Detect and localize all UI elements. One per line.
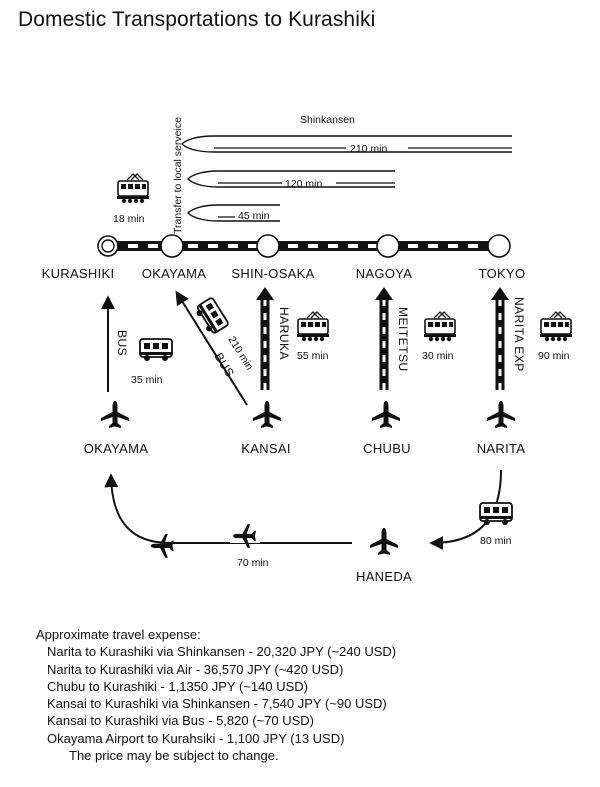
- airport-okayama: OKAYAMA: [84, 441, 148, 456]
- train-icon: [539, 311, 573, 343]
- station-tokyo: TOKYO: [479, 266, 526, 281]
- shinkansen-label: Shinkansen: [300, 114, 355, 126]
- station-kurashiki: KURASHIKI: [42, 266, 115, 281]
- expense-heading: Approximate travel expense:: [36, 627, 201, 642]
- expense-item: Narita to Kurashiki via Air - 36,570 JPY…: [47, 661, 344, 677]
- station-circle-icon: [376, 234, 400, 258]
- route-arrow-narita-haneda: [429, 469, 502, 550]
- station-circle-icon: [97, 235, 119, 257]
- airport-haneda: HANEDA: [356, 569, 412, 584]
- route-time-haruka: 55 min: [297, 350, 329, 362]
- expense-item: Narita to Kurashiki via Shinkansen - 20,…: [47, 644, 397, 660]
- page-title: Domestic Transportations to Kurashiki: [18, 8, 376, 31]
- route-arrow-kansai-bus: [175, 290, 248, 406]
- airplane-icon: [101, 401, 129, 428]
- airplane-icon: [370, 528, 398, 555]
- train-icon: [296, 311, 330, 343]
- local-train-time: 18 min: [113, 213, 145, 225]
- route-arrow-haneda-okayama: [104, 473, 352, 544]
- station-circle-icon: [256, 234, 280, 258]
- route-arrow-haruka: [256, 287, 274, 390]
- route-time-narita-exp: 90 min: [538, 350, 570, 362]
- station-nagoya: NAGOYA: [356, 266, 412, 281]
- shinkansen-time-shin-osaka: 45 min: [238, 210, 270, 222]
- shinkansen-time-nagoya: 120 min: [285, 178, 323, 190]
- shinkansen-time-tokyo: 210 min: [350, 143, 388, 155]
- airport-narita: NARITA: [477, 441, 526, 456]
- expense-item: Okayama Airport to Kurahsiki - 1,100 JPY…: [47, 730, 345, 746]
- transfer-label: Transfer to local serveice: [172, 117, 184, 234]
- airplane-icon: [150, 533, 174, 558]
- route-name-haruka: HARUKA: [277, 307, 291, 360]
- expense-item: Kansai to Kurashiki via Bus - 5,820 (~70…: [47, 713, 314, 729]
- airport-kansai: KANSAI: [241, 441, 290, 456]
- shinkansen-train-nagoya: 120 min: [187, 170, 395, 190]
- station-circle-icon: [487, 234, 511, 258]
- train-icon: [423, 311, 457, 343]
- expense-note: The price may be subject to change.: [69, 748, 279, 764]
- shinkansen-train-tokyo: 210 min: [181, 135, 512, 155]
- station-circle-icon: [160, 234, 184, 258]
- expense-item: Kansai to Kurashiki via Shinkansen - 7,5…: [47, 696, 387, 712]
- route-time-haneda-okayama: 70 min: [237, 557, 269, 569]
- expense-item: Chubu to Kurashiki - 1,1350 JPY (~140 US…: [47, 678, 308, 694]
- route-arrow-meitetsu: [375, 287, 393, 390]
- route-time-okayama-bus: 35 min: [131, 374, 163, 386]
- airplane-icon: [253, 401, 281, 428]
- route-name-kansai-bus: BUS: [211, 350, 237, 380]
- train-icon: [116, 173, 150, 204]
- bus-icon: [192, 296, 230, 337]
- route-name-narita-exp: NARITA EXP: [512, 297, 526, 372]
- route-name-meitetsu: MEITETSU: [396, 307, 410, 372]
- route-time-meitetsu: 30 min: [422, 350, 454, 362]
- station-shin-osaka: SHIN-OSAKA: [231, 266, 314, 281]
- transport-diagram: Shinkansen 210 min 120 min 45 min Transf…: [42, 114, 573, 584]
- bus-icon: [139, 338, 173, 362]
- route-arrow-narita-exp: [491, 287, 509, 390]
- airport-chubu: CHUBU: [363, 441, 411, 456]
- airplane-icon: [372, 401, 400, 428]
- expense-list: Narita to Kurashiki via Shinkansen - 20,…: [36, 643, 576, 747]
- route-time-narita-haneda: 80 min: [480, 535, 512, 547]
- shinkansen-train-shin-osaka: 45 min: [187, 204, 280, 222]
- airplane-icon: [487, 401, 515, 428]
- station-okayama: OKAYAMA: [142, 266, 206, 281]
- expense-section: Approximate travel expense: Narita to Ku…: [36, 626, 576, 764]
- route-name-okayama-bus: BUS: [115, 330, 129, 356]
- bus-icon: [479, 502, 513, 526]
